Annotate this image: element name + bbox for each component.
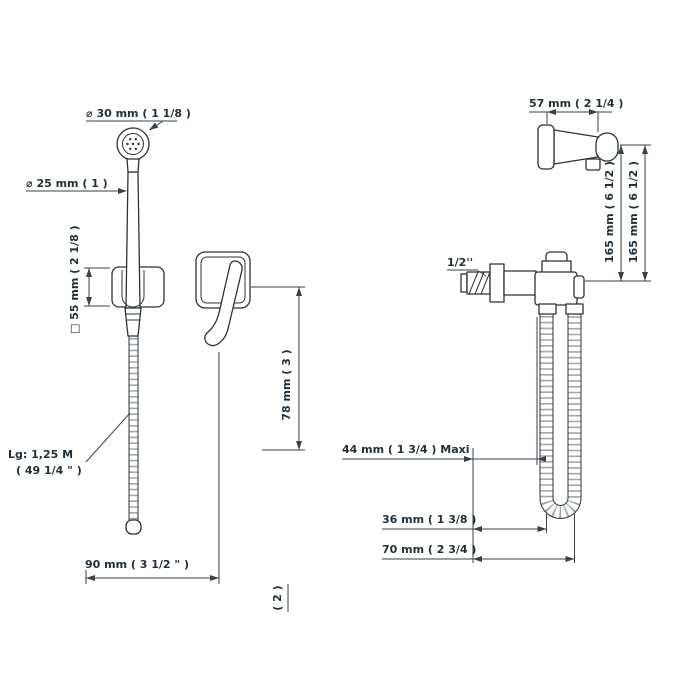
valve-main <box>534 271 578 306</box>
hose-port-left <box>538 303 557 315</box>
sprayer-face-side <box>537 124 555 170</box>
dim-hose-length-inches: ( 49 1/4 " ) <box>16 464 82 477</box>
valve-arm <box>573 275 585 299</box>
dim-wall-thickness-max: 44 mm ( 1 3/4 ) Maxi <box>342 443 469 456</box>
hose-nut <box>124 307 142 337</box>
thread-flange <box>460 273 468 293</box>
dim-height-outer: 165 mm ( 6 1/2 ) <box>627 161 640 263</box>
sprayer-end-cap <box>595 132 619 162</box>
dim-thread-size: 1/2'' <box>447 256 473 269</box>
spray-neck <box>126 158 140 173</box>
spray-face <box>122 133 144 155</box>
dim-lever-projection: 78 mm ( 3 ) <box>280 349 293 420</box>
dim-hose-offset-inner: 36 mm ( 1 3/8 ) <box>382 513 476 526</box>
dim-handle-diameter: ⌀ 25 mm ( 1 ) <box>26 177 108 190</box>
hose-port-right <box>565 303 584 315</box>
dim-overall-width: 90 mm ( 3 1/2 " ) <box>85 558 189 571</box>
hose-end-cap <box>125 519 142 535</box>
side-view <box>460 124 619 519</box>
valve-body <box>503 270 537 296</box>
dim-head-diameter: ⌀ 30 mm ( 1 1/8 ) <box>86 107 191 120</box>
escutcheon-nut <box>489 263 505 303</box>
spray-handle <box>125 171 141 309</box>
dim-head-length: 57 mm ( 2 1/4 ) <box>529 97 623 110</box>
dim-bracket-square: □ 55 mm ( 2 1/8 ) <box>68 225 81 334</box>
front-view <box>111 127 251 535</box>
holder-nub <box>585 158 601 171</box>
hose-loop <box>540 316 581 519</box>
dim-depth-note: ( 2 ) <box>271 585 284 610</box>
dim-hose-length: Lg: 1,25 M <box>8 448 73 461</box>
dim-hose-offset-outer: 70 mm ( 2 3/4 ) <box>382 543 476 556</box>
bracket-clip <box>121 270 145 308</box>
dim-height-inner: 165 mm ( 6 1/2 ) <box>603 161 616 263</box>
mixer-lever <box>204 260 243 347</box>
dimensions: ⌀ 30 mm ( 1 1/8 ) ⌀ 25 mm ( 1 ) □ 55 mm … <box>8 97 651 612</box>
